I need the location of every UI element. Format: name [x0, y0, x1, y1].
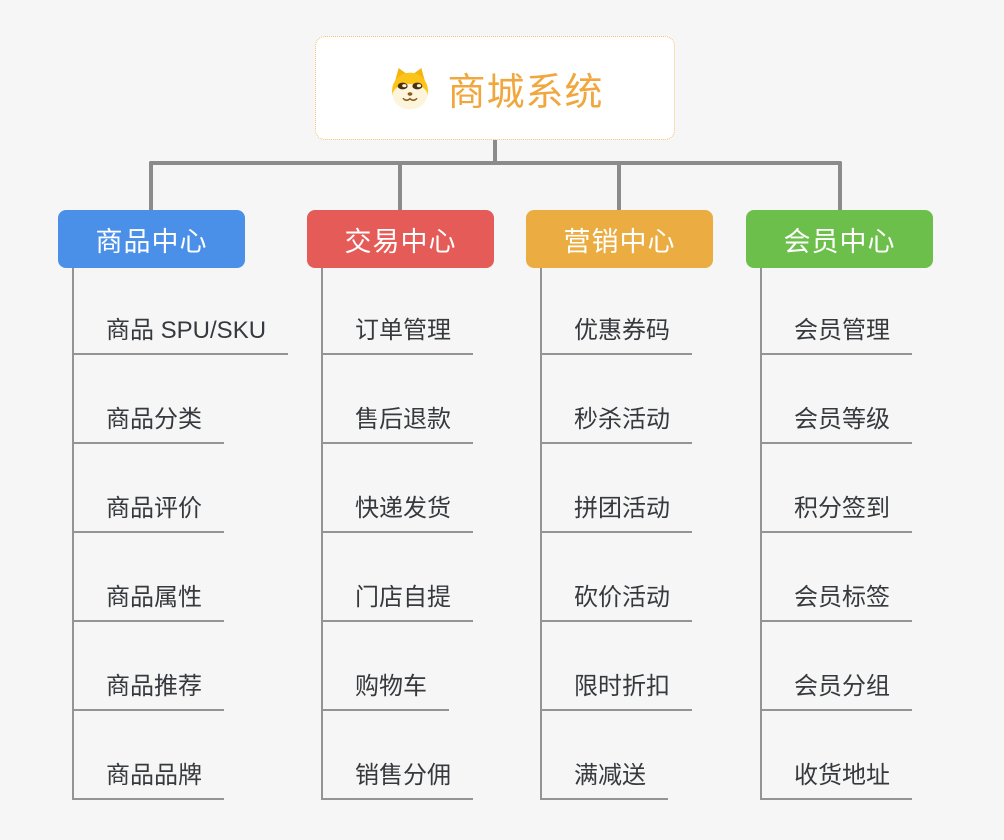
leaf-node[interactable]: 商品品牌 — [72, 761, 224, 800]
branch-trunk-line — [321, 268, 323, 799]
branch-trunk-line — [540, 268, 542, 799]
leaf-node[interactable]: 售后退款 — [321, 405, 473, 444]
leaf-node[interactable]: 会员标签 — [760, 583, 912, 622]
branch-trunk-line — [72, 268, 74, 799]
branch-trunk-line — [760, 268, 762, 799]
leaf-node[interactable]: 会员等级 — [760, 405, 912, 444]
shiba-dog-icon — [392, 68, 429, 110]
leaf-node[interactable]: 满减送 — [540, 761, 668, 800]
leaf-node[interactable]: 优惠券码 — [540, 316, 692, 355]
leaf-node[interactable]: 收货地址 — [760, 761, 912, 800]
leaf-node[interactable]: 商品属性 — [72, 583, 224, 622]
leaf-node[interactable]: 拼团活动 — [540, 494, 692, 533]
branch-marketing: 营销中心 优惠券码 秒杀活动 拼团活动 砍价活动 限时折扣 满减送 — [526, 210, 713, 800]
leaf-node[interactable]: 会员分组 — [760, 672, 912, 711]
branch-header-trade[interactable]: 交易中心 — [307, 210, 494, 268]
branch-trade: 交易中心 订单管理 售后退款 快递发货 门店自提 购物车 销售分佣 — [307, 210, 494, 800]
leaf-node[interactable]: 门店自提 — [321, 583, 473, 622]
leaf-node[interactable]: 订单管理 — [321, 316, 473, 355]
leaf-node[interactable]: 快递发货 — [321, 494, 473, 533]
leaf-node[interactable]: 积分签到 — [760, 494, 912, 533]
leaf-node[interactable]: 商品评价 — [72, 494, 224, 533]
leaf-node[interactable]: 商品推荐 — [72, 672, 224, 711]
root-node-label: 商城系统 — [447, 71, 604, 114]
branch-members: 会员中心 会员管理 会员等级 积分签到 会员标签 会员分组 收货地址 — [746, 210, 933, 800]
leaf-node[interactable]: 限时折扣 — [540, 672, 692, 711]
leaf-node[interactable]: 商品分类 — [72, 405, 224, 444]
branch-header-products[interactable]: 商品中心 — [58, 210, 245, 268]
leaf-node[interactable]: 商品 SPU/SKU — [72, 316, 289, 355]
branch-products: 商品中心 商品 SPU/SKU 商品分类 商品评价 商品属性 商品推荐 商品品牌 — [58, 210, 289, 800]
branch-header-marketing[interactable]: 营销中心 — [526, 210, 713, 268]
leaf-node[interactable]: 购物车 — [321, 672, 449, 711]
leaf-node[interactable]: 会员管理 — [760, 316, 912, 355]
leaf-node[interactable]: 销售分佣 — [321, 761, 473, 800]
leaf-node[interactable]: 砍价活动 — [540, 583, 692, 622]
branch-header-members[interactable]: 会员中心 — [746, 210, 933, 268]
leaf-node[interactable]: 秒杀活动 — [540, 405, 692, 444]
root-node[interactable]: 商城系统 — [315, 36, 675, 140]
